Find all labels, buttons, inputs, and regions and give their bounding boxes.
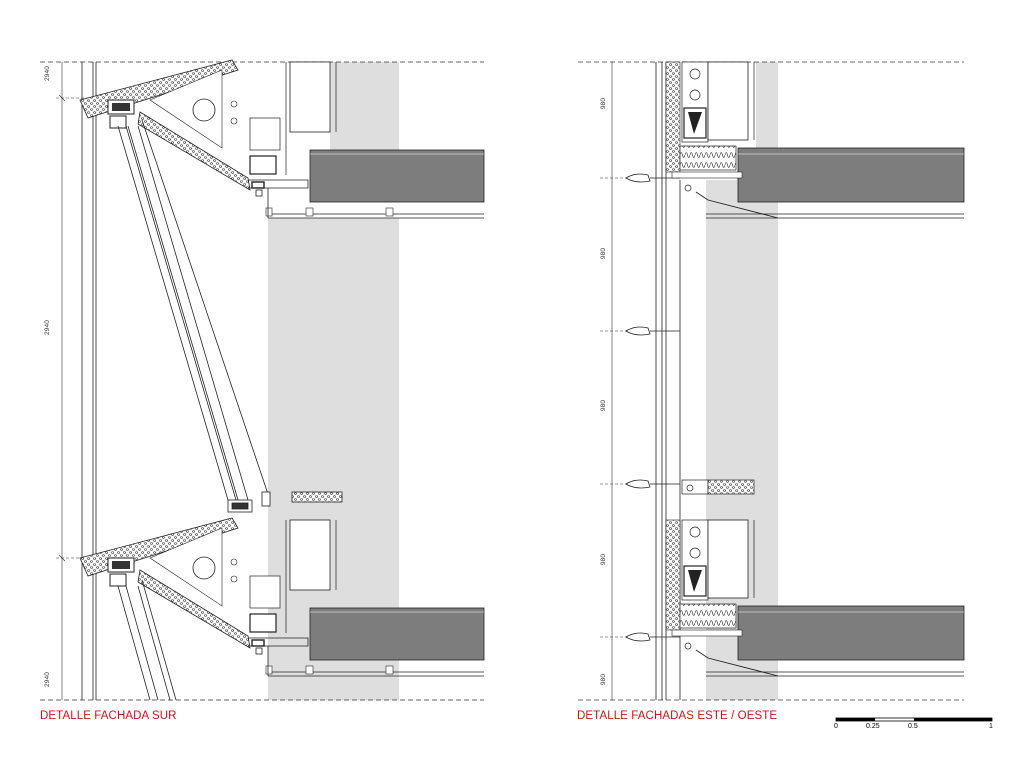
floor-slab-right [737, 147, 965, 203]
ew-dim-1: 980 [600, 97, 608, 110]
east-west-facade-detail [578, 61, 965, 701]
ew-dim-3: 980 [600, 399, 608, 412]
east-west-module-upper [665, 61, 965, 219]
sloped-underside [137, 111, 251, 191]
south-dim-top: 2940 [43, 66, 51, 81]
scale-label-0: 0 [834, 723, 838, 730]
scale-label-1: 1 [989, 723, 993, 730]
floor-slab [309, 149, 485, 203]
diagonal-louvre-lower [117, 579, 177, 701]
ew-dim-2: 980 [600, 247, 608, 260]
duct-circle [192, 98, 216, 122]
light-band-upper [330, 62, 399, 154]
scale-label-05: 0.5 [908, 723, 918, 730]
east-west-dimension-line [600, 62, 640, 700]
south-lower-panel [227, 491, 343, 513]
ew-dim-4: 980 [600, 553, 608, 566]
south-mullion [81, 62, 97, 700]
scale-label-025: 0.25 [866, 723, 880, 730]
south-title: DETALLE FACHADA SUR [40, 710, 177, 722]
east-west-lower-top [681, 479, 755, 495]
louvre-blades [625, 173, 680, 642]
diagonal-louvre [117, 119, 271, 501]
scale-bar [835, 717, 993, 722]
south-dim-middle: 2940 [43, 320, 51, 335]
ew-dim-5: 980 [600, 673, 608, 686]
south-facade-detail [40, 59, 485, 701]
south-module-upper [79, 59, 485, 219]
east-west-title: DETALLE FACHADAS ESTE / OESTE [577, 710, 778, 722]
south-dim-bottom: 2940 [43, 672, 51, 687]
